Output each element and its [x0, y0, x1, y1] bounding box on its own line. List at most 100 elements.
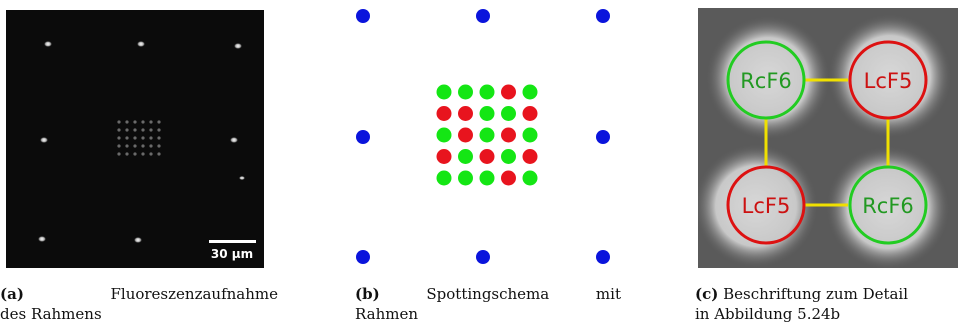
label-ring-bottom-left: LcF5 [726, 165, 806, 245]
center-spot [125, 136, 129, 140]
spot-red [436, 106, 452, 121]
spot-green [479, 127, 495, 143]
spot-red [458, 106, 473, 121]
fluorescence-image-svg: 30 µm [6, 10, 264, 268]
frame-spot [134, 237, 142, 243]
spot-red [501, 170, 516, 186]
frame-dot [356, 9, 370, 23]
spot-green [522, 84, 538, 100]
center-spot [141, 128, 145, 132]
frame-dot [596, 9, 610, 23]
center-spot [141, 152, 145, 156]
center-spot [149, 120, 153, 124]
spot-green [458, 149, 473, 164]
scale-bar: 30 µm [209, 240, 256, 261]
center-spot [149, 128, 153, 132]
caption-c-tag: (c) [695, 285, 719, 303]
spot-green [501, 106, 516, 121]
spot-red [501, 84, 516, 100]
caption-c: (c) Beschriftung zum Detail in Abbildung… [695, 284, 973, 324]
detail-annotation-image: RcF6 LcF5 LcF5 RcF6 [694, 8, 958, 270]
frame-spot [230, 137, 238, 143]
frame-dot [596, 130, 610, 144]
detail-annotation-svg: RcF6 LcF5 LcF5 RcF6 [694, 8, 958, 270]
caption-b-word1: Spottingschema [426, 285, 550, 303]
spotting-schema [330, 0, 630, 270]
center-spot [149, 152, 153, 156]
spot-grid [436, 84, 538, 186]
connector-lines [764, 78, 890, 207]
center-spot [133, 120, 137, 124]
label-bottom-left: LcF5 [742, 194, 791, 218]
center-spot [117, 144, 121, 148]
center-spot [117, 136, 121, 140]
center-spot [117, 128, 121, 132]
spot-green [522, 127, 538, 143]
center-spot [125, 120, 129, 124]
frame-spot [38, 236, 46, 242]
frame-dot [596, 250, 610, 264]
frame-spots [38, 41, 245, 243]
caption-b: (b) Spottingschema mit Rahmen [355, 284, 621, 324]
spot-red [501, 127, 516, 143]
center-spot [125, 128, 129, 132]
spot-green [479, 170, 495, 186]
spot-green [522, 170, 538, 186]
spot-green [436, 84, 452, 100]
spot-red [522, 106, 538, 121]
spot-green [436, 127, 452, 143]
caption-a-text-line1: Fluoreszenzaufnahme [110, 285, 278, 303]
caption-a-tag: (a) [0, 285, 24, 303]
spot-green [436, 170, 452, 186]
center-spot [133, 136, 137, 140]
label-ring-top-left: RcF6 [726, 40, 806, 120]
frame-dot [356, 250, 370, 264]
caption-a-text-line2: des Rahmens [0, 305, 102, 323]
center-spot [141, 144, 145, 148]
caption-b-word2: mit [595, 285, 621, 303]
spotting-schema-svg [356, 9, 610, 264]
center-spot [149, 144, 153, 148]
center-spot [141, 120, 145, 124]
frame-spot [239, 176, 245, 180]
caption-c-text-line2: in Abbildung 5.24b [695, 305, 841, 323]
scale-bar-label: 30 µm [211, 247, 253, 261]
label-ring-top-right: LcF5 [848, 40, 928, 120]
caption-c-text-line1: Beschriftung zum Detail [723, 285, 909, 303]
center-spot [117, 152, 121, 156]
spot-red [436, 149, 452, 164]
frame-spot [137, 41, 145, 47]
frame-dot [356, 130, 370, 144]
center-spot [157, 136, 161, 140]
frame-spot [44, 41, 52, 47]
center-spot [157, 120, 161, 124]
frame-spot [40, 137, 48, 143]
frame-dots [356, 9, 610, 264]
center-spot [125, 152, 129, 156]
frame-spot [234, 43, 242, 49]
caption-a: (a) Fluoreszenzaufnahme des Rahmens [0, 284, 278, 324]
spot-green [479, 84, 495, 100]
label-top-left: RcF6 [740, 69, 792, 93]
center-spot [141, 136, 145, 140]
caption-b-tag: (b) [355, 285, 380, 303]
spot-green [501, 149, 516, 164]
spot-green [479, 106, 495, 121]
label-bottom-right: RcF6 [862, 194, 914, 218]
center-spot [133, 144, 137, 148]
caption-b-text-line2: Rahmen [355, 305, 419, 323]
spot-red [479, 149, 495, 164]
spot-red [458, 127, 473, 143]
spot-green [458, 84, 473, 100]
center-spot-grid [117, 120, 161, 156]
center-spot [149, 136, 153, 140]
fluorescence-image: 30 µm [6, 10, 264, 268]
center-spot [157, 152, 161, 156]
spot-green [458, 170, 473, 186]
center-spot [125, 144, 129, 148]
label-ring-bottom-right: RcF6 [848, 165, 928, 245]
center-spot [117, 120, 121, 124]
center-spot [157, 144, 161, 148]
frame-dot [476, 250, 490, 264]
center-spot [133, 152, 137, 156]
